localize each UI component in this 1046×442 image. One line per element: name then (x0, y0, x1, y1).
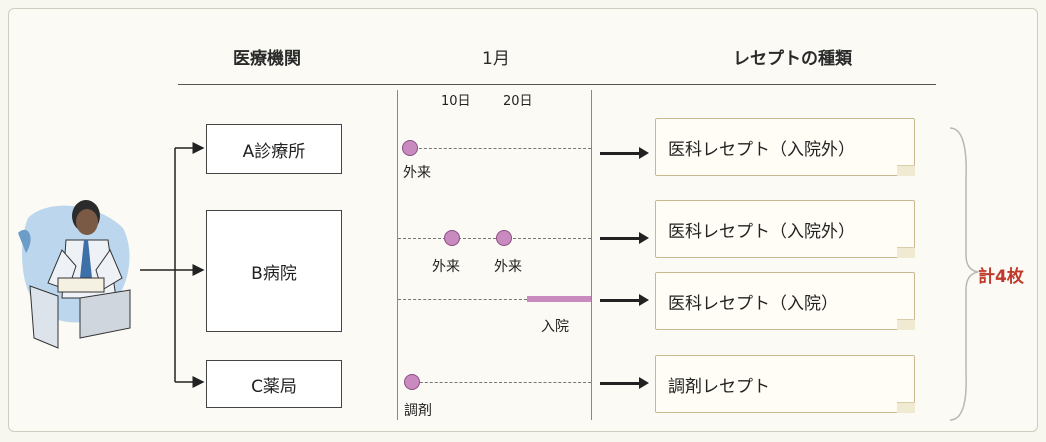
date-10: 10日 (441, 94, 471, 109)
arrow-right-icon (600, 294, 649, 306)
header-institution: 医療機関 (233, 49, 301, 69)
visit-label: 入院 (541, 319, 569, 335)
receipt-label: 医科レセプト（入院） (668, 293, 838, 314)
row-c-timeline (410, 382, 591, 383)
timeline-end-line (591, 90, 592, 420)
institution-b-label: B病院 (251, 263, 297, 284)
institution-a-clinic: A診療所 (206, 124, 342, 174)
institution-c-label: C薬局 (251, 376, 297, 397)
arrow-right-icon (600, 377, 649, 389)
person-icon (18, 200, 131, 349)
receipt-card: 医科レセプト（入院外） (655, 200, 915, 258)
header-divider (178, 84, 936, 85)
receipt-label: 医科レセプト（入院外） (668, 139, 855, 160)
inpatient-bar (527, 296, 591, 302)
row-b-inpatient-timeline (398, 299, 527, 300)
visit-label: 調剤 (404, 403, 432, 419)
institution-b-hospital: B病院 (206, 210, 342, 332)
visit-label: 外来 (403, 165, 431, 181)
timeline-start-line (397, 90, 398, 420)
visit-label: 外来 (494, 259, 522, 275)
visit-dot (402, 140, 418, 156)
visit-label: 外来 (432, 259, 460, 275)
visit-dot (404, 374, 420, 390)
institution-a-label: A診療所 (242, 141, 306, 162)
header-month: 1月 (482, 49, 510, 69)
total-count: 計4枚 (978, 267, 1024, 287)
receipt-label: 医科レセプト（入院外） (668, 221, 855, 242)
person-illustration (18, 178, 138, 358)
row-a-timeline (404, 148, 591, 149)
date-20: 20日 (503, 94, 533, 109)
visit-dot (496, 230, 512, 246)
receipt-card: 医科レセプト（入院外） (655, 118, 915, 176)
arrow-right-icon (600, 232, 649, 244)
institution-c-pharmacy: C薬局 (206, 360, 342, 408)
visit-dot (444, 230, 460, 246)
row-b-outpatient-timeline (398, 238, 591, 239)
receipt-card: 調剤レセプト (655, 355, 915, 413)
header-receipt-type: レセプトの種類 (733, 49, 852, 69)
arrow-right-icon (600, 147, 649, 159)
receipt-label: 調剤レセプト (668, 376, 770, 397)
receipt-card: 医科レセプト（入院） (655, 272, 915, 330)
